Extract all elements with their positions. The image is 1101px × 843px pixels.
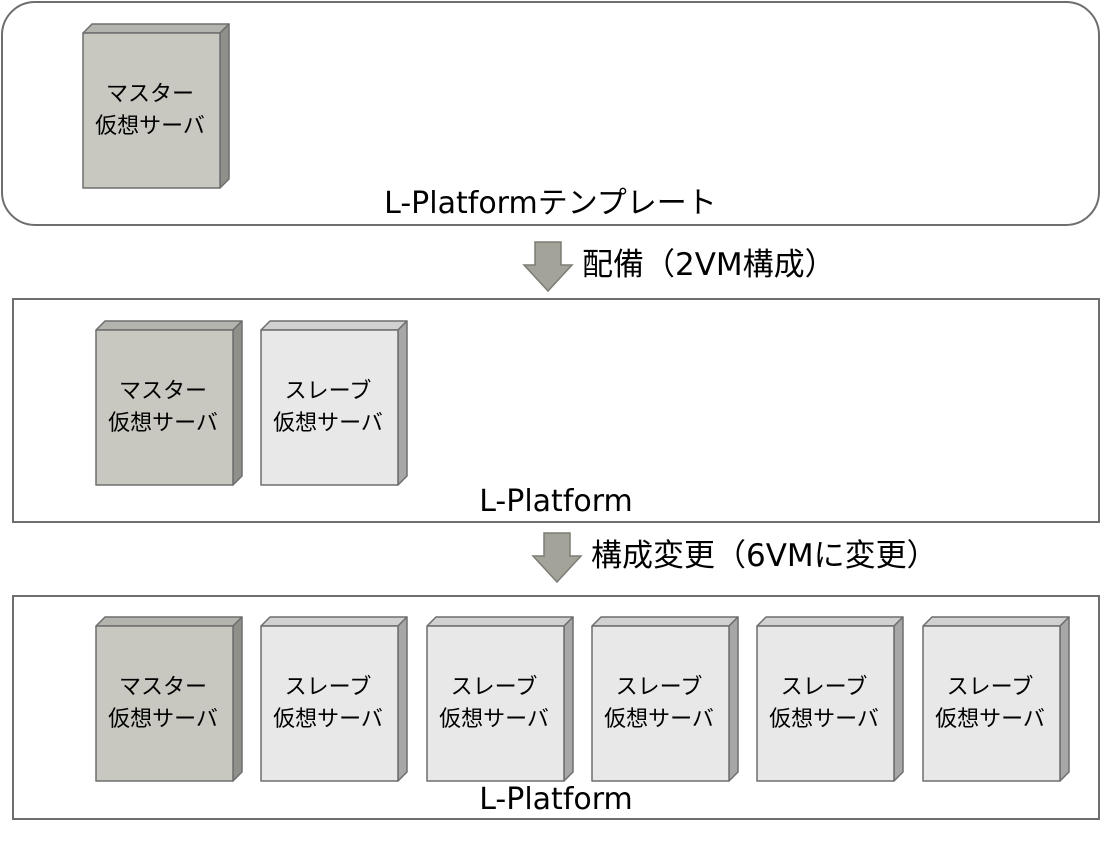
- down-arrow-icon: [531, 532, 583, 584]
- vm-label: スレーブ 仮想サーバ: [592, 626, 726, 782]
- vm-box-front: [922, 625, 1061, 782]
- vm-box-shape: [82, 23, 230, 189]
- template-panel: マスター 仮想サーバ L-Platformテンプレート: [1, 1, 1100, 226]
- vm-role-text: スレーブ: [284, 675, 372, 700]
- vm-type-text: 仮想サーバ: [108, 411, 218, 436]
- vm-role-text: スレーブ: [946, 675, 1034, 700]
- vm-box-top: [426, 616, 574, 627]
- vm-box-front: [82, 32, 221, 189]
- master-vm-box: マスター 仮想サーバ: [95, 320, 243, 486]
- vm-box-top: [922, 616, 1070, 627]
- vm-label: スレーブ 仮想サーバ: [427, 626, 561, 782]
- down-arrow-icon: [522, 241, 574, 293]
- vm-box-side: [397, 616, 408, 782]
- reconfigure-step: 構成変更（6VMに変更）: [531, 532, 981, 584]
- vm-type-text: 仮想サーバ: [439, 707, 549, 732]
- vm-box-top: [260, 616, 408, 627]
- vm-box-top: [260, 320, 408, 331]
- vm-type-text: 仮想サーバ: [769, 707, 879, 732]
- vm-type-text: 仮想サーバ: [108, 707, 218, 732]
- vm-label: スレーブ 仮想サーバ: [261, 330, 395, 486]
- vm-label: スレーブ 仮想サーバ: [261, 626, 395, 782]
- vm-box-shape: [756, 616, 904, 782]
- slave-vm-box: スレーブ 仮想サーバ: [756, 616, 904, 782]
- vm-label: マスター 仮想サーバ: [83, 33, 217, 189]
- vm-box-front: [756, 625, 895, 782]
- vm-role-text: マスター: [105, 82, 194, 107]
- platform-panel-2vm: マスター 仮想サーバ スレーブ 仮想サーバ L-Platform: [12, 298, 1100, 523]
- slave-vm-box: スレーブ 仮想サーバ: [260, 320, 408, 486]
- vm-label: スレーブ 仮想サーバ: [923, 626, 1057, 782]
- vm-box-shape: [260, 616, 408, 782]
- vm-type-text: 仮想サーバ: [273, 411, 383, 436]
- vm-role-text: スレーブ: [615, 675, 703, 700]
- master-vm-box: マスター 仮想サーバ: [95, 616, 243, 782]
- vm-type-text: 仮想サーバ: [95, 114, 205, 139]
- platform-panel-6vm: マスター 仮想サーバ スレーブ 仮想サーバ スレーブ 仮想サーバ スレーブ 仮想…: [12, 595, 1100, 820]
- vm-box-front: [591, 625, 730, 782]
- vm-box-top: [95, 320, 243, 331]
- slave-vm-box: スレーブ 仮想サーバ: [922, 616, 1070, 782]
- vm-box-top: [756, 616, 904, 627]
- vm-box-side: [1059, 616, 1070, 782]
- slave-vm-box: スレーブ 仮想サーバ: [260, 616, 408, 782]
- vm-role-text: マスター: [118, 675, 207, 700]
- platform-panel-label: L-Platform: [479, 782, 633, 817]
- vm-box-shape: [95, 616, 243, 782]
- deploy-step-label: 配備（2VM構成）: [582, 247, 836, 283]
- vm-box-front: [95, 329, 234, 486]
- vm-box-front: [260, 625, 399, 782]
- vm-label: マスター 仮想サーバ: [96, 626, 230, 782]
- vm-box-side: [893, 616, 904, 782]
- template-panel-label: L-Platformテンプレート: [384, 186, 717, 221]
- vm-box-side: [232, 616, 243, 782]
- vm-box-top: [82, 23, 230, 34]
- vm-box-front: [260, 329, 399, 486]
- vm-box-shape: [426, 616, 574, 782]
- slave-vm-box: スレーブ 仮想サーバ: [591, 616, 739, 782]
- vm-box-side: [728, 616, 739, 782]
- vm-role-text: スレーブ: [780, 675, 868, 700]
- vm-box-front: [95, 625, 234, 782]
- vm-label: スレーブ 仮想サーバ: [757, 626, 891, 782]
- vm-box-side: [397, 320, 408, 486]
- vm-box-top: [591, 616, 739, 627]
- platform-panel-label: L-Platform: [479, 484, 633, 519]
- vm-type-text: 仮想サーバ: [935, 707, 1045, 732]
- vm-box-side: [232, 320, 243, 486]
- vm-box-shape: [260, 320, 408, 486]
- vm-label: マスター 仮想サーバ: [96, 330, 230, 486]
- vm-box-shape: [922, 616, 1070, 782]
- master-vm-box: マスター 仮想サーバ: [82, 23, 230, 189]
- vm-box-front: [426, 625, 565, 782]
- reconfigure-step-label: 構成変更（6VMに変更）: [591, 538, 938, 574]
- vm-role-text: スレーブ: [450, 675, 538, 700]
- vm-box-side: [219, 23, 230, 189]
- vm-role-text: スレーブ: [284, 379, 372, 404]
- slave-vm-box: スレーブ 仮想サーバ: [426, 616, 574, 782]
- vm-box-side: [563, 616, 574, 782]
- vm-box-top: [95, 616, 243, 627]
- deploy-step: 配備（2VM構成）: [522, 241, 882, 293]
- vm-box-shape: [591, 616, 739, 782]
- vm-role-text: マスター: [118, 379, 207, 404]
- vm-box-shape: [95, 320, 243, 486]
- vm-type-text: 仮想サーバ: [604, 707, 714, 732]
- vm-type-text: 仮想サーバ: [273, 707, 383, 732]
